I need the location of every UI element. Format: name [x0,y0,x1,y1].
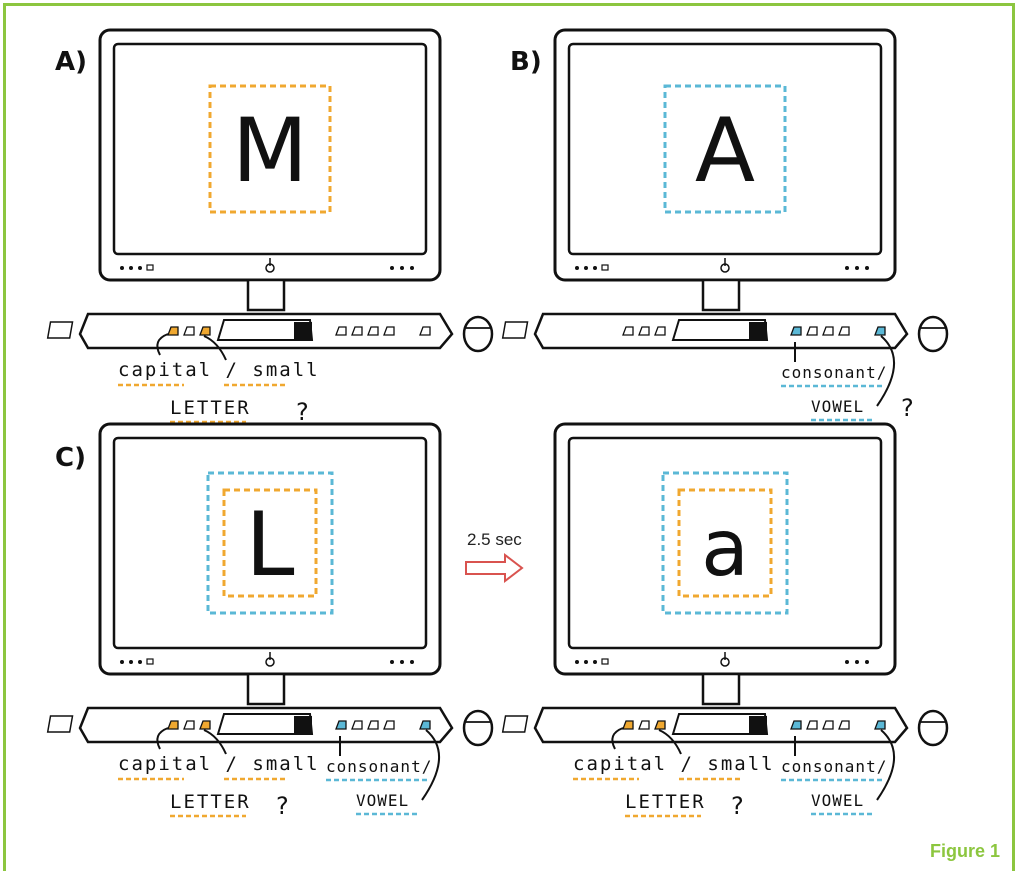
consonant-label: consonant/ [781,363,887,382]
panel-label: B) [510,47,542,77]
question-mark: ? [276,792,289,820]
letter-label: LETTER [170,791,251,813]
letter-label: LETTER [625,791,706,813]
timing-label: 2.5 sec [467,530,522,549]
capital-small-label: capital / small [118,753,320,775]
vowel-label: VOWEL [356,791,409,810]
capital-small-label: capital / small [573,753,775,775]
vowel-label: VOWEL [811,791,864,810]
capital-small-label: capital / small [118,359,320,381]
stimulus-letter: M [232,99,308,202]
figure-label: Figure 1 [930,841,1000,862]
consonant-label: consonant/ [781,757,887,776]
panel-label: C) [55,443,86,473]
vowel-label: VOWEL [811,397,864,416]
stimulus-letter: a [701,504,749,594]
question-mark: ? [901,394,914,422]
question-mark: ? [731,792,744,820]
question-mark: ? [296,398,309,426]
panel-label: A) [55,47,87,77]
transition-arrow-group: 2.5 sec [466,530,522,581]
transition-arrow-icon [466,555,522,581]
stimulus-letter: A [695,99,755,202]
consonant-label: consonant/ [326,757,432,776]
stimulus-letter: L [245,493,294,596]
letter-label: LETTER [170,397,251,419]
